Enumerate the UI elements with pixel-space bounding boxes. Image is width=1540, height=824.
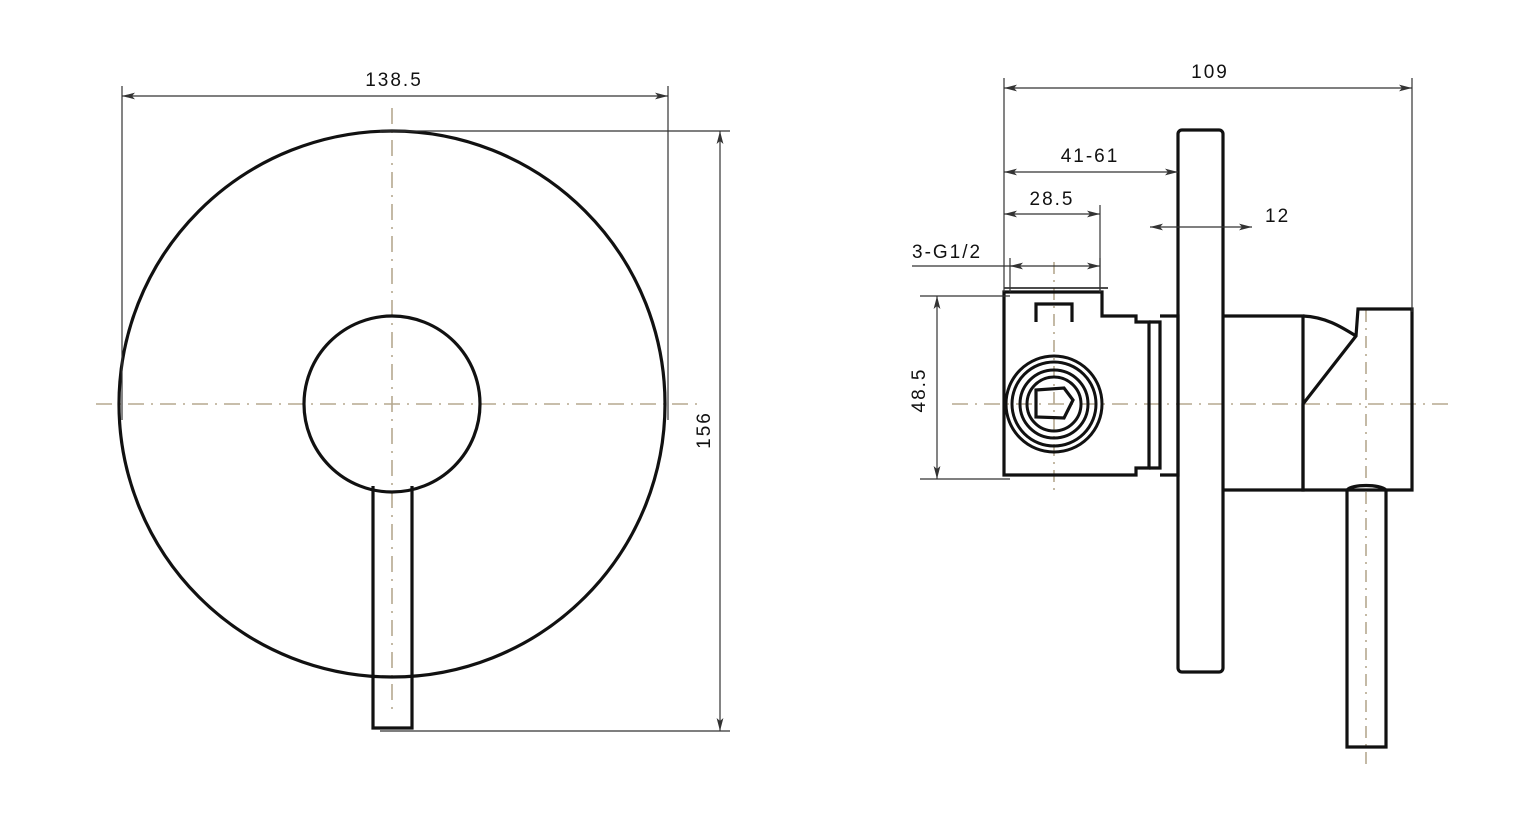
side-view: 109 41-61 28.5 12 <box>909 62 1450 770</box>
handle-body <box>1301 307 1414 492</box>
spigot-collar <box>1149 320 1162 470</box>
port-keyway <box>1034 386 1075 420</box>
dim-48-5-label: 48.5 <box>909 368 930 413</box>
dim-12-label: 12 <box>1265 206 1290 227</box>
handle-cap-fillet <box>1302 314 1357 338</box>
dim-28-5-label: 28.5 <box>1030 189 1075 210</box>
thread-ring-inner <box>1025 375 1083 433</box>
dim-138-5-label: 138.5 <box>365 70 423 91</box>
note-3-g12: 3-G1/2 <box>912 242 1101 292</box>
dim-109-label: 109 <box>1191 62 1229 83</box>
front-view: 138.5 156 <box>96 70 730 732</box>
dim-41-61-label: 41-61 <box>1061 146 1120 167</box>
threaded-port-g12 <box>1004 354 1104 454</box>
valve-body-outline <box>1002 290 1151 477</box>
dim-48-5: 48.5 <box>909 295 1010 480</box>
dim-41-61: 41-61 <box>1004 146 1178 176</box>
riser-nipple <box>1034 302 1074 322</box>
dim-28-5: 28.5 <box>1004 189 1101 292</box>
dim-156-label: 156 <box>694 411 715 449</box>
thread-ring-2 <box>1010 360 1098 448</box>
thread-ring-3 <box>1018 368 1090 440</box>
dim-156: 156 <box>380 130 730 732</box>
hub-circle <box>302 314 482 494</box>
spigot-flange <box>1160 314 1180 477</box>
dim-12: 12 <box>1150 206 1290 231</box>
note-3-g12-label: 3-G1/2 <box>912 242 982 263</box>
lever-handle-front <box>371 486 414 730</box>
dim-138-5: 138.5 <box>121 70 669 420</box>
lever-handle-side <box>1345 483 1388 749</box>
thread-ring-outer <box>1004 354 1104 454</box>
dim-109: 109 <box>1003 62 1413 312</box>
front-shroud <box>1223 314 1305 492</box>
wall-cover-plate <box>1176 128 1225 674</box>
